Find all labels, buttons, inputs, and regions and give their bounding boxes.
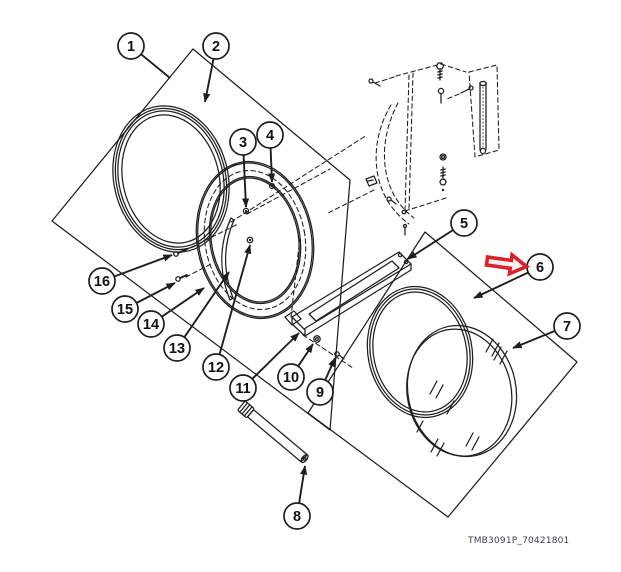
figure-caption: TMB3091P_70421801 bbox=[467, 536, 569, 546]
callout-9-circle bbox=[306, 378, 334, 406]
callout-2-number: 2 bbox=[212, 39, 220, 55]
callout-12-circle bbox=[202, 353, 230, 381]
callout-15-leader bbox=[136, 282, 176, 304]
callout-2-leader bbox=[203, 58, 215, 103]
hinge-bar bbox=[284, 251, 412, 337]
callout-4: 4 bbox=[256, 121, 284, 183]
callout-7-circle bbox=[553, 312, 581, 340]
callout-10-leader bbox=[297, 343, 314, 367]
callout-3: 3 bbox=[229, 128, 257, 208]
callout-15: 15 bbox=[111, 282, 176, 323]
callout-14-number: 14 bbox=[143, 317, 159, 333]
callout-5-circle bbox=[450, 209, 478, 237]
callout-14: 14 bbox=[137, 287, 205, 338]
callout-3-circle bbox=[229, 128, 257, 156]
mount-rod bbox=[479, 80, 487, 155]
callout-13: 13 bbox=[163, 271, 230, 362]
callout-1-number: 1 bbox=[127, 39, 135, 55]
callout-4-circle bbox=[256, 121, 284, 149]
callout-11-leader bbox=[251, 332, 300, 380]
door-frame bbox=[195, 160, 315, 320]
callout-10-number: 10 bbox=[283, 370, 299, 386]
callout-5-leader bbox=[407, 229, 454, 260]
callout-1-leader bbox=[140, 53, 171, 79]
callout-9-number: 9 bbox=[316, 385, 324, 401]
callout-14-circle bbox=[137, 310, 165, 338]
callout-3-leader bbox=[242, 154, 250, 208]
glass-hatching bbox=[416, 338, 508, 457]
callout-9: 9 bbox=[306, 357, 336, 406]
callout-13-number: 13 bbox=[169, 341, 185, 357]
callout-5: 5 bbox=[407, 209, 478, 260]
callout-1: 1 bbox=[117, 32, 171, 79]
callout-7-number: 7 bbox=[563, 319, 571, 335]
callout-5-number: 5 bbox=[460, 216, 468, 232]
bracket-screws bbox=[365, 62, 474, 236]
callout-14-leader bbox=[161, 287, 205, 318]
callout-16-leader bbox=[113, 254, 173, 278]
rear-panel bbox=[307, 231, 578, 518]
front-panel-ring bbox=[112, 105, 230, 253]
callout-16-number: 16 bbox=[94, 274, 110, 290]
callout-10-circle bbox=[277, 363, 305, 391]
callout-7: 7 bbox=[512, 312, 581, 349]
callout-8: 8 bbox=[283, 465, 311, 530]
hinge-mount-bracket-phantom bbox=[365, 62, 500, 236]
callout-8-number: 8 bbox=[293, 509, 301, 525]
frame-screws bbox=[242, 182, 276, 244]
callout-11-number: 11 bbox=[235, 381, 250, 397]
callout-2: 2 bbox=[202, 32, 230, 103]
callout-1-circle bbox=[117, 32, 145, 60]
callout-13-leader bbox=[183, 271, 230, 338]
callout-11: 11 bbox=[229, 332, 300, 402]
callout-9-leader bbox=[324, 357, 336, 381]
callout-6-leader bbox=[473, 271, 529, 299]
callout-15-number: 15 bbox=[117, 302, 133, 318]
callout-12: 12 bbox=[202, 244, 252, 381]
door-seal-ring bbox=[366, 285, 474, 419]
callout-12-number: 12 bbox=[208, 360, 224, 376]
callout-11-circle bbox=[229, 374, 257, 402]
callout-8-leader bbox=[298, 465, 308, 504]
callout-15-circle bbox=[111, 295, 139, 323]
callout-3-number: 3 bbox=[239, 135, 247, 151]
callout-8-circle bbox=[283, 502, 311, 530]
hinge-screws bbox=[313, 335, 345, 360]
callout-6-number: 6 bbox=[536, 260, 544, 276]
frame-lens bbox=[221, 217, 235, 301]
callout-4-leader bbox=[268, 147, 276, 183]
callout-7-leader bbox=[512, 330, 556, 349]
callout-16: 16 bbox=[88, 254, 173, 295]
callout-4-number: 4 bbox=[266, 128, 274, 144]
callout-16-circle bbox=[88, 267, 116, 295]
callout-2-circle bbox=[202, 32, 230, 60]
highlight-right-arrow-icon bbox=[484, 251, 531, 277]
panel-screws-left bbox=[173, 249, 188, 282]
callout-12-leader bbox=[218, 244, 252, 355]
callout-10: 10 bbox=[277, 343, 314, 391]
door-glass bbox=[406, 324, 518, 458]
hinge-pin bbox=[237, 400, 309, 464]
callout-13-circle bbox=[163, 334, 191, 362]
